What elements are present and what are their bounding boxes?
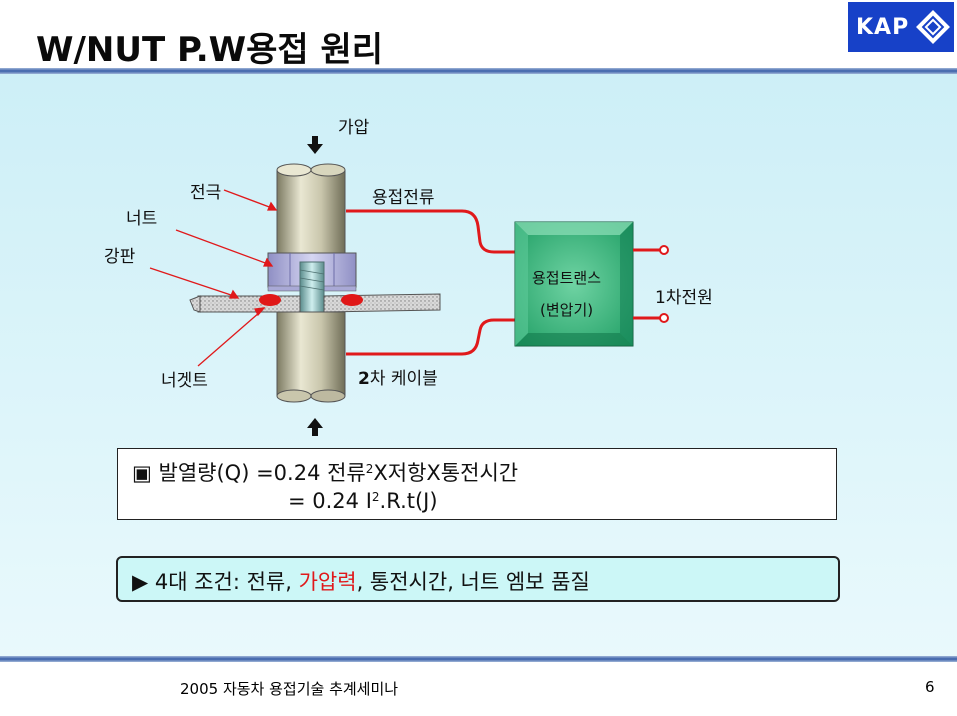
- pressure-arrow-up-icon: [307, 418, 323, 436]
- square-bullet-icon: ▣: [132, 461, 152, 485]
- formula-line-2-main: = 0.24 I: [288, 489, 372, 513]
- pressure-label: 가압: [338, 118, 370, 138]
- label-leader-lines: [149, 189, 278, 367]
- page-number: 6: [925, 678, 935, 696]
- formula-line-1-exponent: 2: [365, 462, 374, 476]
- conditions-highlight: 가압력: [298, 570, 357, 594]
- lower-electrode: [276, 311, 346, 403]
- top-rule: [0, 68, 957, 74]
- cable-label-number: 2: [358, 369, 370, 389]
- lower-cable: [346, 318, 516, 356]
- plate-label: 강판: [104, 247, 136, 267]
- logo-diamond-icon: [916, 10, 951, 44]
- kap-logo: KAP: [848, 2, 954, 52]
- formula-line-1-main: 발열량(Q) =0.24 전류: [158, 461, 366, 485]
- triangle-bullet-icon: ▶: [132, 570, 149, 594]
- conditions-part-2: , 통전시간, 너트 엠보 품질: [356, 570, 590, 594]
- conditions-part-1: 4대 조건: 전류,: [154, 570, 299, 594]
- formula-line-2: = 0.24 I2.R.t(J): [288, 489, 438, 513]
- nugget-right: [341, 294, 363, 306]
- primary-power-leads: [633, 245, 669, 323]
- nugget-label: 너겟트: [161, 371, 208, 391]
- transformer-sublabel: (변압기): [540, 301, 594, 319]
- cable-label-text: 차 케이블: [369, 369, 438, 389]
- cable-label: 2차 케이블: [358, 364, 438, 389]
- nugget-left: [259, 294, 281, 306]
- logo-text: KAP: [856, 14, 910, 40]
- transformer-label: 용접트랜스: [532, 269, 602, 287]
- nut-label: 너트: [126, 209, 158, 229]
- current-label: 용접전류: [372, 188, 435, 208]
- footer-text: 2005 자동차 용접기술 추계세미나: [180, 680, 399, 698]
- transformer: [514, 221, 634, 347]
- electrode-label: 전극: [190, 183, 222, 203]
- upper-cable: [346, 209, 516, 254]
- nut-projection: [299, 261, 325, 313]
- conditions-box: ▶ 4대 조건: 전류, 가압력, 통전시간, 너트 엠보 품질: [116, 556, 840, 602]
- conditions-text: ▶ 4대 조건: 전류, 가압력, 통전시간, 너트 엠보 품질: [132, 566, 590, 596]
- formula-box: ▣ 발열량(Q) =0.24 전류2X저항X통전시간 = 0.24 I2.R.t…: [117, 448, 837, 520]
- bottom-rule: [0, 656, 957, 662]
- primary-power-label: 1차전원: [655, 288, 713, 308]
- pressure-arrow-down-icon: [307, 136, 323, 154]
- formula-line-2-exponent: 2: [371, 490, 380, 504]
- formula-line-1: ▣ 발열량(Q) =0.24 전류2X저항X통전시간: [132, 457, 518, 487]
- formula-line-1-rest: X저항X통전시간: [373, 461, 519, 485]
- formula-line-2-rest: .R.t(J): [379, 489, 438, 513]
- page-title: W/NUT P.W용접 원리: [36, 30, 384, 70]
- upper-electrode: [276, 163, 346, 255]
